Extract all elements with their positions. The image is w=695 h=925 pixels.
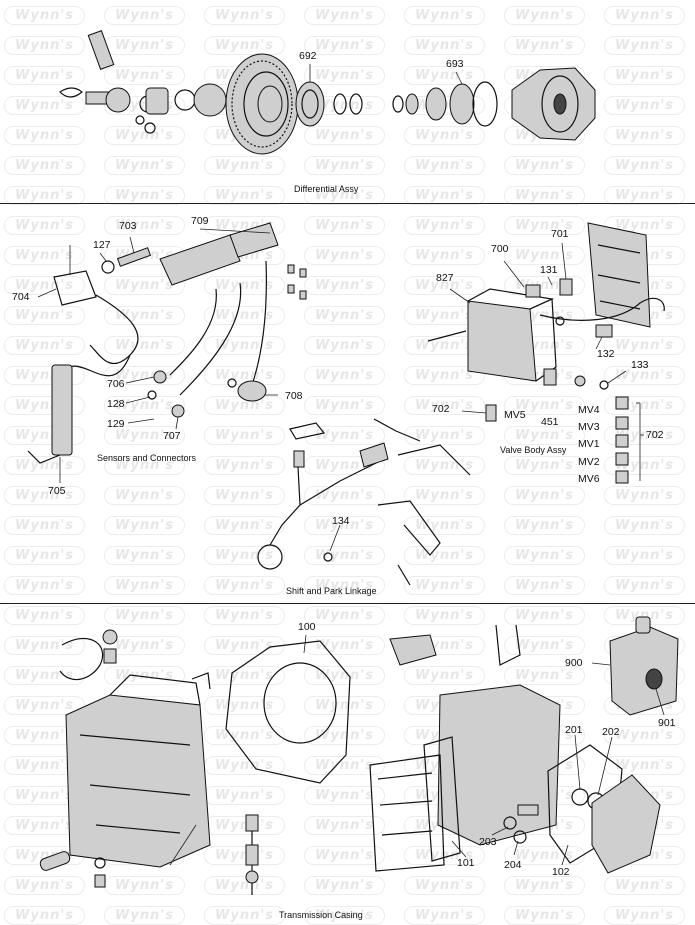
label-451: 451 <box>541 416 559 428</box>
differential-section: 692 693 Differential Assy <box>0 0 695 202</box>
label-204: 204 <box>504 859 522 871</box>
label-704: 704 <box>12 291 30 303</box>
label-827: 827 <box>436 272 454 284</box>
differential-caption: Differential Assy <box>294 184 359 194</box>
valve-body-caption: Valve Body Assy <box>500 445 567 455</box>
label-101: 101 <box>457 857 475 869</box>
label-901: 901 <box>658 717 676 729</box>
shift-caption: Shift and Park Linkage <box>286 586 377 596</box>
label-709: 709 <box>191 215 209 227</box>
label-mv2: MV2 <box>578 456 600 468</box>
divider-2 <box>0 603 695 604</box>
divider-1 <box>0 203 695 204</box>
label-100: 100 <box>298 621 316 633</box>
label-693: 693 <box>446 58 464 70</box>
label-708: 708 <box>285 390 303 402</box>
casing-caption: Transmission Casing <box>279 910 363 920</box>
sensors-caption: Sensors and Connectors <box>97 453 197 463</box>
casing-section: 100 900 901 201 202 203 204 101 102 Tran… <box>0 605 695 925</box>
controls-section: 703 709 127 704 706 128 129 707 708 Sens… <box>0 205 695 601</box>
label-202: 202 <box>602 726 620 738</box>
label-mv1: MV1 <box>578 438 600 450</box>
label-129: 129 <box>107 418 125 430</box>
controls-drawing <box>27 222 665 586</box>
label-128: 128 <box>107 398 125 410</box>
differential-drawing <box>59 30 596 155</box>
label-702-mv5: 702 <box>432 403 450 415</box>
label-705: 705 <box>48 485 66 497</box>
label-900: 900 <box>565 657 583 669</box>
label-703: 703 <box>119 220 137 232</box>
label-102: 102 <box>552 866 570 878</box>
label-mv4: MV4 <box>578 404 600 416</box>
label-132: 132 <box>597 348 615 360</box>
label-201: 201 <box>565 724 583 736</box>
label-700: 700 <box>491 243 509 255</box>
label-702-group: 702 <box>646 429 664 441</box>
label-133: 133 <box>631 359 649 371</box>
label-707: 707 <box>163 430 181 442</box>
label-131: 131 <box>540 264 558 276</box>
label-mv6: MV6 <box>578 473 600 485</box>
label-mv5: MV5 <box>504 409 526 421</box>
label-203: 203 <box>479 836 497 848</box>
label-692: 692 <box>299 50 317 62</box>
label-706: 706 <box>107 378 125 390</box>
label-mv3: MV3 <box>578 421 600 433</box>
label-134: 134 <box>332 515 350 527</box>
label-701: 701 <box>551 228 569 240</box>
label-127: 127 <box>93 239 111 251</box>
casing-drawing <box>39 616 679 895</box>
